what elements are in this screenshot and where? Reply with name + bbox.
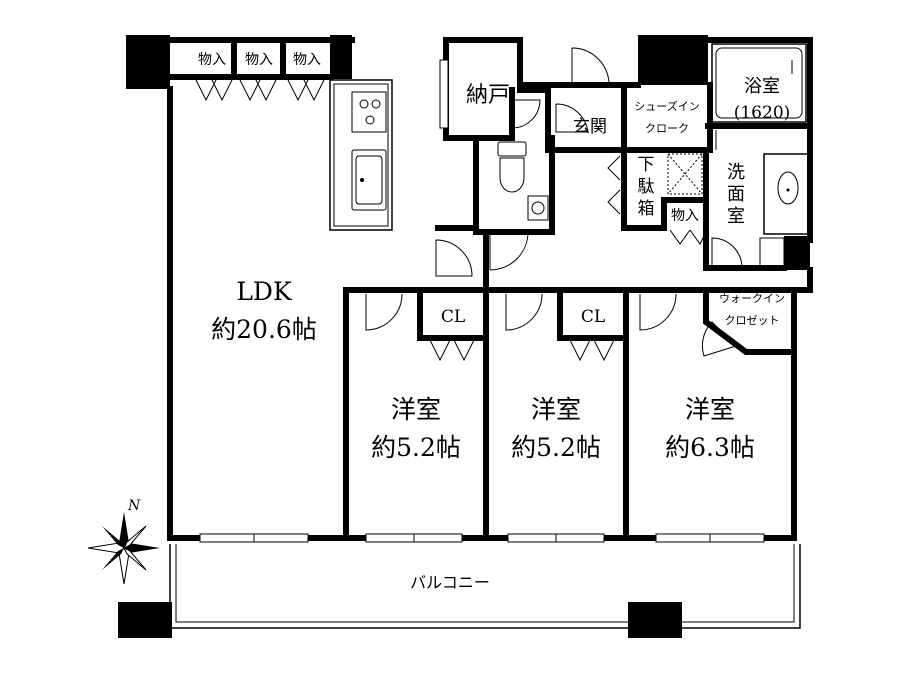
shoes-in-cloak-label-1: シューズイン xyxy=(634,99,699,113)
western-room-3-name: 洋室 xyxy=(685,395,735,424)
window-room2 xyxy=(507,533,605,543)
balcony-outline xyxy=(169,544,801,629)
shoe-box-label-2: 駄 xyxy=(638,177,655,197)
door-hall xyxy=(555,103,589,133)
bathtub-icon xyxy=(711,43,807,123)
window-room1 xyxy=(365,533,463,543)
folding-doors xyxy=(195,79,707,362)
shoe-box-label-3: 箱 xyxy=(638,199,655,219)
washroom-label-3: 室 xyxy=(727,206,745,227)
western-room-2-size: 約5.2帖 xyxy=(511,433,601,462)
compass-icon: N xyxy=(87,498,160,585)
western-room-3-size: 約6.3帖 xyxy=(665,433,755,462)
storage-label-1: 物入 xyxy=(198,52,226,68)
ldk-name: LDK xyxy=(236,277,293,306)
balcony-label: バルコニー xyxy=(410,573,490,592)
doors xyxy=(365,47,743,357)
walk-in-closet-label-2: クロゼット xyxy=(725,314,780,327)
door-wic xyxy=(701,321,737,357)
door-room1 xyxy=(365,293,403,331)
door-room2 xyxy=(505,293,543,331)
sink-icon xyxy=(351,149,387,211)
north-label: N xyxy=(127,498,141,514)
western-room-1-size: 約5.2帖 xyxy=(371,433,461,462)
door-toilet xyxy=(489,231,529,271)
entrance-floor xyxy=(667,153,703,195)
shoe-box-label-1: 下 xyxy=(638,155,655,175)
walk-in-closet-label-1: ウォークイン xyxy=(719,292,785,305)
door-room3 xyxy=(639,293,677,331)
closet-label-2: CL xyxy=(581,307,605,327)
wash-basin-icon xyxy=(759,153,809,267)
stove-icon xyxy=(351,91,387,133)
ldk-size: 約20.6帖 xyxy=(211,315,317,344)
storage-label-3: 物入 xyxy=(293,52,321,68)
closet-label-1: CL xyxy=(441,307,465,327)
bathroom-size: (1620) xyxy=(734,103,791,123)
bathroom-label: 浴室 xyxy=(744,76,780,97)
windows xyxy=(199,59,765,543)
storeroom-label: 納戸 xyxy=(466,83,510,108)
room-labels: LDK 約20.6帖 洋室 約5.2帖 洋室 約5.2帖 洋室 約6.3帖 納戸… xyxy=(198,52,790,592)
washroom-label-1: 洗 xyxy=(727,162,745,183)
western-room-1-name: 洋室 xyxy=(391,395,441,424)
structural-pillars xyxy=(118,35,810,638)
storage-label-4: 物入 xyxy=(671,208,699,224)
shoes-in-cloak-label-2: クローク xyxy=(645,122,689,135)
door-entrance xyxy=(571,47,610,86)
door-storeroom xyxy=(511,99,541,129)
window-storeroom xyxy=(439,59,449,129)
toilet-icon xyxy=(497,141,549,221)
storage-label-2: 物入 xyxy=(245,52,273,68)
door-ldk xyxy=(435,239,473,277)
door-washroom xyxy=(711,237,743,269)
western-room-2-name: 洋室 xyxy=(531,395,581,424)
washroom-label-2: 面 xyxy=(727,184,745,205)
kitchen-counter xyxy=(329,79,393,231)
window-ldk xyxy=(199,533,309,543)
window-room3 xyxy=(655,533,765,543)
entrance-label: 玄関 xyxy=(573,117,607,137)
